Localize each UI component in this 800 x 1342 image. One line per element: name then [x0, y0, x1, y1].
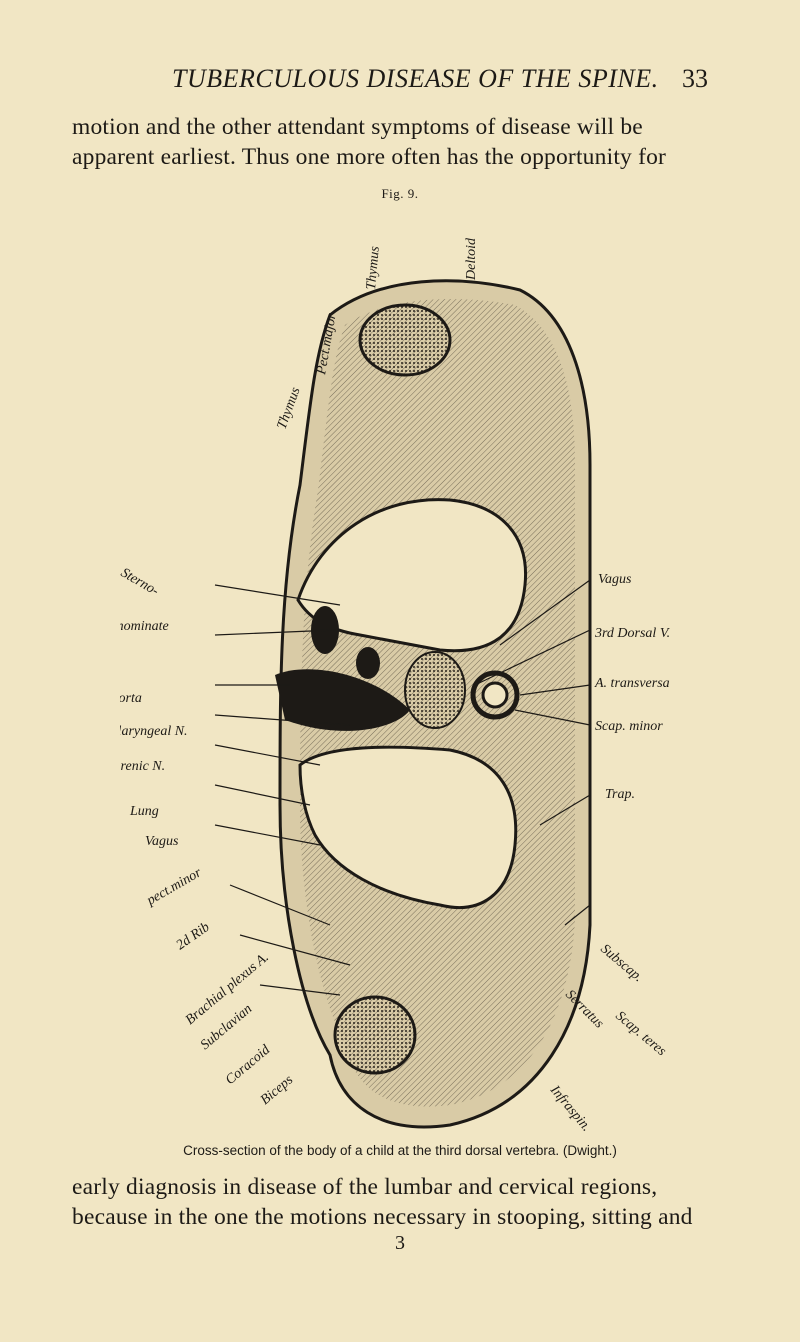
- anatomical-figure: Thymus Pect.major Thymus Deltoid Sterno-…: [120, 237, 670, 1135]
- leader-lines-left: [214, 584, 351, 996]
- running-head: TUBERCULOUS DISEASE OF THE SPINE. 33: [0, 60, 800, 100]
- label-right: Scap. minor: [595, 719, 663, 734]
- label-left: Biceps: [258, 1072, 297, 1108]
- label-left: Inf. laryngeal N.: [120, 724, 188, 739]
- vertebra: [404, 651, 466, 729]
- vessel-ring: [470, 670, 520, 720]
- aorta: [275, 669, 410, 731]
- lung-lower: [298, 745, 518, 909]
- upper-bone: [358, 303, 452, 377]
- label-right: Scap. teres: [612, 1009, 669, 1060]
- lower-bone: [333, 995, 417, 1075]
- label-left: Sterno-: [120, 565, 161, 599]
- text-line: early diagnosis in disease of the lumbar…: [72, 1174, 658, 1200]
- lung-upper: [296, 498, 528, 653]
- vessel-dark: [356, 647, 380, 679]
- label-left: Aorta: [120, 691, 142, 706]
- footer-page-number: 3: [395, 1232, 405, 1254]
- text-line: motion and the other attendant symptoms …: [72, 114, 643, 140]
- page-number: 33: [682, 64, 708, 93]
- label-right: Trap.: [605, 787, 635, 802]
- label-left: 2d Rib: [174, 920, 213, 953]
- label-right: Subscap.: [597, 942, 645, 986]
- label-left: pect.minor: [144, 865, 205, 909]
- label-left: Phrenic N.: [120, 759, 165, 774]
- label-left: Lung: [129, 804, 159, 819]
- label-top: Deltoid: [464, 237, 479, 281]
- label-left: Innominate: [120, 619, 169, 634]
- label-left: Coracoid: [223, 1042, 274, 1088]
- label-right: Vagus: [598, 572, 632, 587]
- leader-lines-right: [474, 579, 591, 926]
- text-line: because in the one the motions necessary…: [72, 1204, 693, 1230]
- figure-label: Fig. 9.: [381, 186, 419, 201]
- figure-caption: Cross-section of the body of a child at …: [183, 1143, 617, 1158]
- label-right: Infraspin.: [546, 1082, 593, 1134]
- label-top: Thymus: [364, 245, 383, 290]
- label-right: A. transversa: [594, 676, 670, 691]
- text-line: apparent earliest. Thus one more often h…: [72, 144, 667, 170]
- label-left: Vagus: [145, 834, 179, 849]
- running-title: TUBERCULOUS DISEASE OF THE SPINE.: [172, 64, 659, 93]
- paragraph-bottom: early diagnosis in disease of the lumbar…: [72, 1172, 712, 1232]
- vessel-ring: [481, 681, 509, 709]
- label-top: Thymus: [275, 385, 304, 432]
- label-right: 3rd Dorsal V.: [594, 626, 670, 641]
- paragraph-top: motion and the other attendant symptoms …: [72, 112, 712, 172]
